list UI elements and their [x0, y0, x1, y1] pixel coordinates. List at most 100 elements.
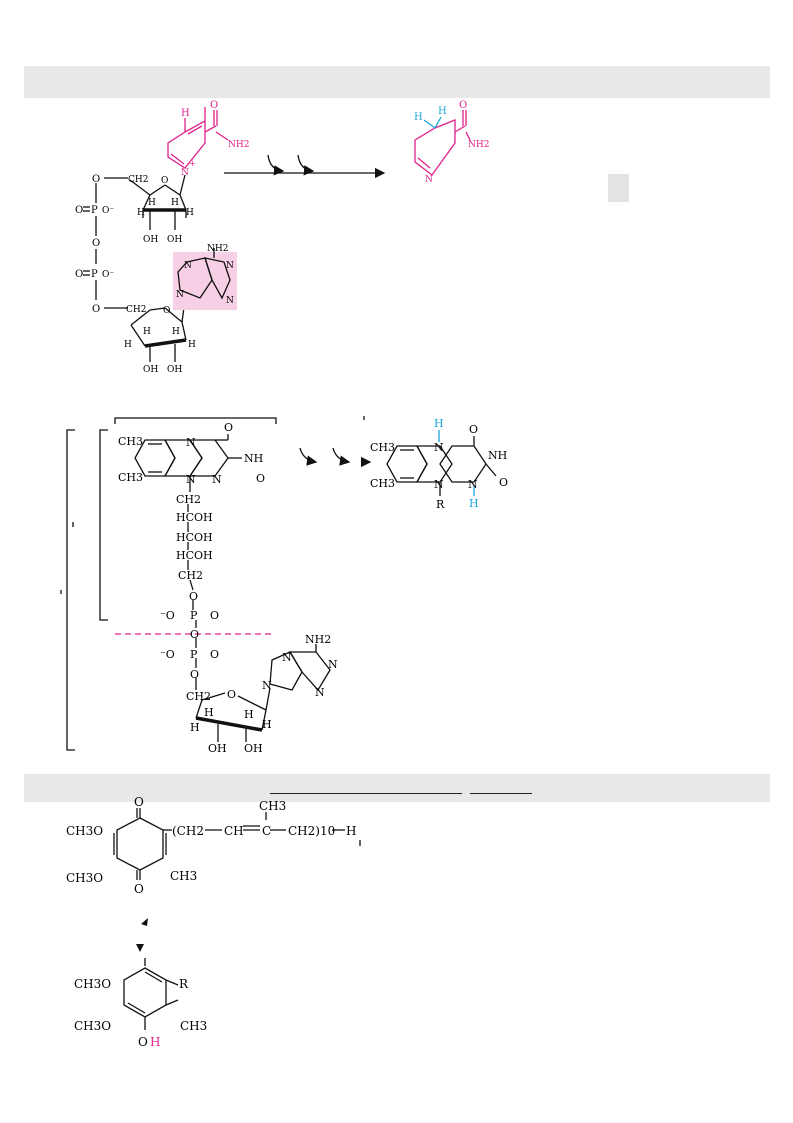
- ubiquinone-labels: O O CH3O CH3O CH3 (CH2 CH C CH3 CH2)10 H: [66, 795, 356, 896]
- fad-nh2: NH2: [305, 633, 331, 646]
- fad-ch2-1: CH2: [176, 493, 201, 506]
- underline-right: [470, 793, 532, 794]
- nadh-h1: H: [414, 112, 423, 123]
- coq-ch3o-4: CH3O: [74, 1019, 111, 1033]
- fad-o1: O: [224, 421, 233, 434]
- reaction-arrow-2: [299, 416, 372, 468]
- nad-h5: H: [124, 340, 132, 350]
- fad-ominus-1: ⁻O: [160, 609, 175, 622]
- fad-ominus-2: ⁻O: [160, 648, 175, 661]
- header-band-top: [24, 66, 770, 98]
- fad-o6: O: [210, 648, 219, 661]
- fadh2-n3: N: [468, 478, 478, 491]
- fadh2-nh: NH: [488, 449, 507, 462]
- fad-adenine: [269, 644, 331, 692]
- nad-plus: +: [189, 159, 196, 168]
- adenine-highlight: [173, 252, 237, 310]
- nad-h4: H: [171, 198, 179, 208]
- coq-o1: O: [134, 795, 144, 809]
- fadh2-ch3-2: CH3: [370, 477, 395, 490]
- fad-adn-n3: N: [262, 679, 272, 692]
- fad-ch3-1: CH3: [118, 435, 143, 448]
- fad-ch3-2: CH3: [118, 471, 143, 484]
- fad-hcoh-2: HCOH: [176, 531, 213, 544]
- fad-o2: O: [256, 472, 265, 485]
- fadh2-o1: O: [469, 423, 478, 436]
- nad-adenine-n1: N: [184, 261, 192, 271]
- fad-o3: O: [189, 590, 198, 603]
- fad-o7: O: [190, 668, 199, 681]
- fadh2-h2: H: [469, 497, 479, 510]
- coq-oh-o: O: [138, 1035, 148, 1049]
- ubiquinol: [123, 958, 179, 1030]
- phosphate-chain: [83, 177, 128, 309]
- coq-chain-right: CH2)10: [288, 824, 335, 838]
- nad-h3: H: [148, 198, 156, 208]
- fad-adn-n2: N: [328, 658, 338, 671]
- nad-ring-o2: O: [163, 306, 170, 316]
- fadh2-n1: N: [434, 441, 444, 454]
- nicotinamide-ring: [167, 107, 229, 169]
- nad-ch2-2: CH2: [126, 305, 146, 315]
- nad-adenine-n4: N: [226, 296, 234, 306]
- ubiquinol-labels: R CH3O CH3O CH3 O H: [74, 977, 207, 1049]
- fad-ribityl-chain: [187, 504, 197, 690]
- fad-h2: H: [262, 718, 272, 731]
- fad-brackets: [60, 417, 277, 751]
- fad-p1: P: [190, 609, 198, 622]
- nadh-ring: [414, 110, 471, 176]
- fadh2-h1: H: [434, 417, 444, 430]
- coq-o2: O: [134, 882, 144, 896]
- nad-o4: O: [75, 269, 83, 280]
- coq-ch3o-2: CH3O: [66, 871, 103, 885]
- fad-ribose: [195, 687, 271, 742]
- coq-ch3-1: CH3: [170, 869, 197, 883]
- ubiquinone: [113, 808, 361, 880]
- nad-h6: H: [188, 340, 196, 350]
- nad-p2: P: [91, 269, 98, 280]
- coq-chain-ch: CH: [224, 824, 244, 838]
- fad-h4: H: [244, 708, 254, 721]
- nad-p1: P: [91, 205, 98, 216]
- coq-chain-left: (CH2: [172, 824, 204, 838]
- nadh-amide: NH2: [468, 140, 489, 150]
- nadh-labels: H H O NH2 N: [414, 100, 489, 185]
- nad-o1: O: [92, 174, 100, 185]
- fad-ch2-2: CH2: [178, 569, 203, 582]
- coq-ch3o-1: CH3O: [66, 824, 103, 838]
- nad-h7: H: [143, 327, 151, 337]
- coq-r: R: [179, 977, 189, 991]
- fad-n1: N: [186, 436, 196, 449]
- fadh2-o2: O: [499, 476, 508, 489]
- nad-ch2-1: CH2: [128, 175, 148, 185]
- nadh-n: N: [425, 175, 433, 185]
- fad-p2: P: [190, 648, 198, 661]
- nad-oh3: OH: [143, 365, 158, 375]
- nad-adenine-nh2: NH2: [207, 244, 228, 254]
- fad-hcoh-3: HCOH: [176, 549, 213, 562]
- nad-o2: O: [75, 205, 83, 216]
- adenine-ring: [177, 248, 231, 300]
- nad-h2: H: [186, 208, 194, 218]
- coq-ch3o-3: CH3O: [74, 977, 111, 991]
- fad-ch2-3: CH2: [186, 690, 211, 703]
- fad-n2: N: [186, 473, 196, 486]
- nad-labels: H O NH2 N + O CH2 O O P O⁻ O O P O⁻ O CH…: [75, 100, 249, 375]
- fadh2-n2: N: [434, 478, 444, 491]
- fad-ring-o: O: [227, 688, 236, 701]
- nad-ominus2: O⁻: [102, 270, 114, 280]
- fadh2-r: R: [436, 498, 445, 511]
- fadh2-labels: H H CH3 CH3 N N N O NH O R: [370, 417, 508, 511]
- nad-structure: [83, 107, 229, 362]
- fadh2-rings: [386, 430, 497, 496]
- nad-oh1: OH: [143, 235, 158, 245]
- fad-o4: O: [210, 609, 219, 622]
- fad-isoalloxazine: [134, 434, 242, 492]
- coq-ch3-2: CH3: [259, 799, 286, 813]
- nad-o5: O: [92, 304, 100, 315]
- fad-h1: H: [190, 721, 200, 734]
- nad-ring-h: H: [181, 108, 190, 119]
- fad-nh: NH: [244, 452, 263, 465]
- header-band-bottom: [24, 774, 770, 802]
- coq-chain-c: C: [262, 824, 271, 838]
